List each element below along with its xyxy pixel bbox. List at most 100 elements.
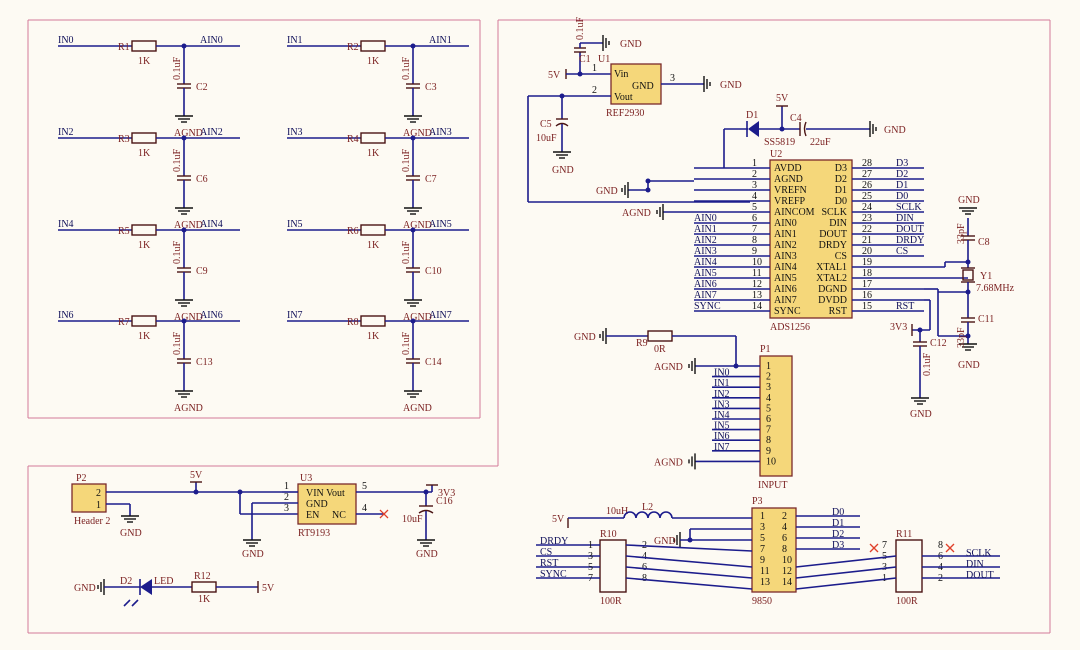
adc-pin-number: 16 xyxy=(862,290,872,301)
r10-net-label: CS xyxy=(540,547,552,558)
capacitor-value: 0.1uF xyxy=(401,332,412,356)
adc-pin-number: 20 xyxy=(862,246,872,257)
c1-ref: C1 xyxy=(579,54,591,65)
p3-net-label: D2 xyxy=(832,529,844,540)
crystal-body xyxy=(962,269,974,281)
c12-gnd: GND xyxy=(910,409,932,420)
adc-pin-name: AIN5 xyxy=(774,273,797,284)
d2-led: LED xyxy=(154,576,173,587)
agnd-label: AGND xyxy=(174,128,203,139)
input-net-label: IN4 xyxy=(58,219,74,230)
adc-pin-name: RST xyxy=(829,306,847,317)
r10-pin: 3 xyxy=(588,551,593,562)
adc-net-label: AIN5 xyxy=(694,268,717,279)
r12-body xyxy=(191,581,217,593)
p3-pin-left: 7 xyxy=(760,544,765,555)
p1-pin-number: 10 xyxy=(766,456,776,467)
r10-ref: R10 xyxy=(600,529,617,540)
agnd-label: AGND xyxy=(174,220,203,231)
input-net-label: IN3 xyxy=(287,127,303,138)
capacitor-value: 0.1uF xyxy=(401,57,412,81)
adc-pin-number: 14 xyxy=(752,301,762,312)
p1-net-label: IN3 xyxy=(714,399,730,410)
adc-pin-number: 15 xyxy=(862,301,872,312)
xtal-gnd-bottom: GND xyxy=(958,360,980,371)
r10-value: 100R xyxy=(600,596,622,607)
adc-pin-number: 28 xyxy=(862,158,872,169)
adc-net-label: DOUT xyxy=(896,224,924,235)
resistor-value: 1K xyxy=(367,331,380,342)
adc-pin-name: D2 xyxy=(835,174,847,185)
r11-pin: 8 xyxy=(938,540,943,551)
r10-pin: 7 xyxy=(588,573,593,584)
rt9193-chip xyxy=(297,483,357,525)
adc-net-label: AIN6 xyxy=(694,279,717,290)
adc-pin-name: D3 xyxy=(835,163,847,174)
ref-gnd: GND xyxy=(632,81,654,92)
c11-ref: C11 xyxy=(978,314,994,325)
adc-pin-name: XTAL1 xyxy=(816,262,847,273)
resistor-value: 1K xyxy=(138,56,151,67)
ain-net-label: AIN5 xyxy=(429,219,452,230)
adc-pin-name: DIN xyxy=(829,218,847,229)
ref-5v: 5V xyxy=(548,70,561,81)
c4-value: 22uF xyxy=(810,137,831,148)
adc-pin-number: 18 xyxy=(862,268,872,279)
xtal-gnd-top: GND xyxy=(958,195,980,206)
p2-label: Header 2 xyxy=(74,516,110,527)
adc-pin-name: CS xyxy=(835,251,847,262)
ref-gnd2: GND xyxy=(720,80,742,91)
p3-pin-left: 5 xyxy=(760,533,765,544)
adc-pin-name: DGND xyxy=(818,284,847,295)
p1-net-label: IN5 xyxy=(714,421,730,432)
d1-part: SS5819 xyxy=(764,137,795,148)
resistor-body xyxy=(360,132,386,144)
capacitor-ref: C2 xyxy=(196,82,208,93)
r11-net-label: DIN xyxy=(966,559,984,570)
resistor-ref: R6 xyxy=(347,226,359,237)
c12-ref: C12 xyxy=(930,338,947,349)
ain-net-label: AIN2 xyxy=(200,127,223,138)
r10-pin: 8 xyxy=(642,573,647,584)
u1-ref: U1 xyxy=(598,54,610,65)
r10-net-label: SYNC xyxy=(540,569,567,580)
resistor-ref: R5 xyxy=(118,226,130,237)
r10-net-label: DRDY xyxy=(540,536,568,547)
u3-part: RT9193 xyxy=(298,528,330,539)
ref-part: REF2930 xyxy=(606,108,644,119)
u3-pin3: 3 xyxy=(284,503,289,514)
p2-ref: P2 xyxy=(76,473,87,484)
adc-pin-name: AIN4 xyxy=(774,262,797,273)
capacitor-value: 0.1uF xyxy=(172,332,183,356)
sheet-frames xyxy=(27,19,1051,634)
adc-pin-number: 22 xyxy=(862,224,872,235)
agnd-label: AGND xyxy=(403,128,432,139)
y1-value: 7.68MHz xyxy=(976,283,1015,294)
p1-net-label: IN2 xyxy=(714,389,730,400)
p1-ref: P1 xyxy=(760,344,771,355)
p1-pin-number: 9 xyxy=(766,446,771,457)
u3-pin1: 1 xyxy=(284,481,289,492)
adc-net-label: D2 xyxy=(896,169,908,180)
adc-pin-number: 23 xyxy=(862,213,872,224)
adc-pin-number: 6 xyxy=(752,213,757,224)
adc-pin-name: AIN2 xyxy=(774,240,797,251)
gnd-label: GND xyxy=(620,39,642,50)
adc-pin-number: 26 xyxy=(862,180,872,191)
input-net-label: IN6 xyxy=(58,310,74,321)
u3-en: EN xyxy=(306,510,319,521)
resistor-body xyxy=(360,224,386,236)
r10-array xyxy=(599,539,627,593)
p1-pin-number: 8 xyxy=(766,435,771,446)
capacitor-ref: C6 xyxy=(196,174,208,185)
adc-pin-number: 12 xyxy=(752,279,762,290)
ref-pin2: 2 xyxy=(592,85,597,96)
p1-pin-number: 1 xyxy=(766,361,771,372)
ref2930-chip xyxy=(610,63,662,105)
adc-pin-name: AIN3 xyxy=(774,251,797,262)
resistor-value: 1K xyxy=(367,56,380,67)
p3-pin-left: 13 xyxy=(760,577,770,588)
l2-value: 10uH xyxy=(606,506,628,517)
c4-gnd: GND xyxy=(884,125,906,136)
